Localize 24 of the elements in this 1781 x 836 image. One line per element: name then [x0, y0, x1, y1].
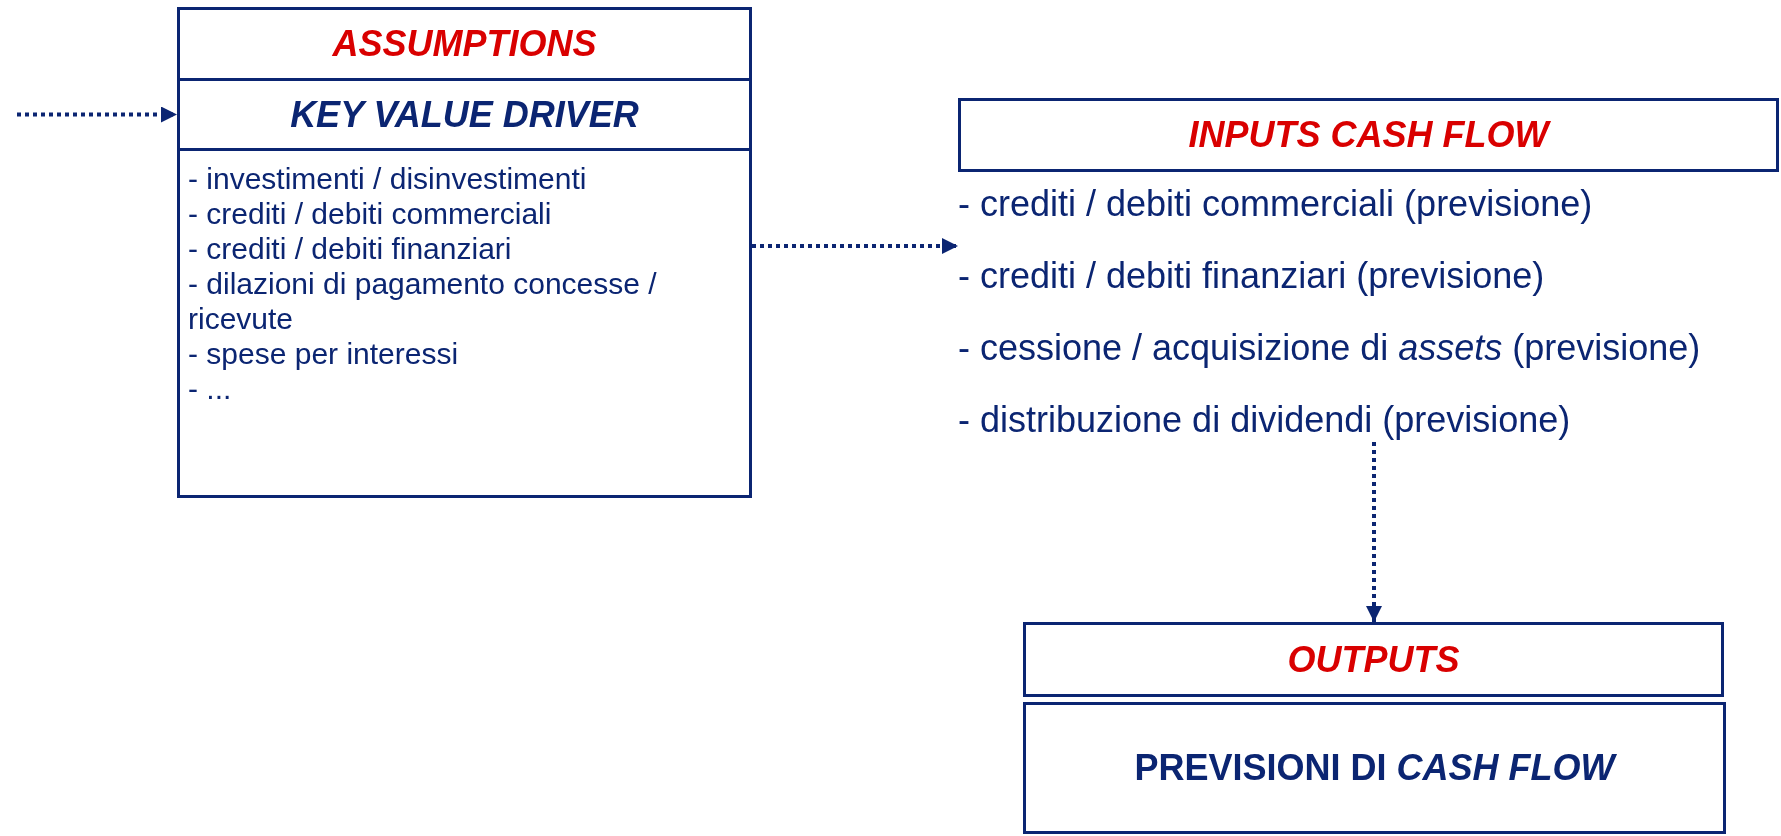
- list-item: - crediti / debiti commerciali (previsione): [958, 182, 1594, 226]
- header-text: KEY VALUE DRIVER: [290, 93, 639, 136]
- header-box: [177, 78, 752, 151]
- dotted-arrow: [1366, 442, 1382, 622]
- header-box: [958, 98, 1779, 172]
- list-item: - ...: [187, 371, 233, 406]
- list-item: - cessione / acquisizione di assets (previsione): [958, 326, 1702, 370]
- header-box: [177, 7, 752, 81]
- output-text: PREVISIONI DI CASH FLOW: [1134, 747, 1615, 789]
- list-item: - distribuzione di dividendi (previsione): [958, 398, 1572, 442]
- header-box: [1023, 622, 1724, 697]
- header-text: INPUTS CASH FLOW: [1188, 114, 1549, 156]
- list-item: - crediti / debiti finanziari: [187, 231, 513, 266]
- list-item: - crediti / debiti commerciali: [187, 196, 553, 231]
- header-text: ASSUMPTIONS: [332, 23, 597, 65]
- list-item: - spese per interessi: [187, 336, 460, 371]
- list-box: [177, 148, 752, 498]
- dotted-arrow: [752, 238, 958, 254]
- dotted-arrow: [17, 106, 177, 123]
- header-text: OUTPUTS: [1287, 638, 1460, 681]
- list-item: - investimenti / disinvestimenti: [187, 161, 588, 196]
- output-box: [1023, 702, 1726, 834]
- list-item: - crediti / debiti finanziari (previsione): [958, 254, 1546, 298]
- list-item: - dilazioni di pagamento concesse / ricevute: [187, 266, 658, 336]
